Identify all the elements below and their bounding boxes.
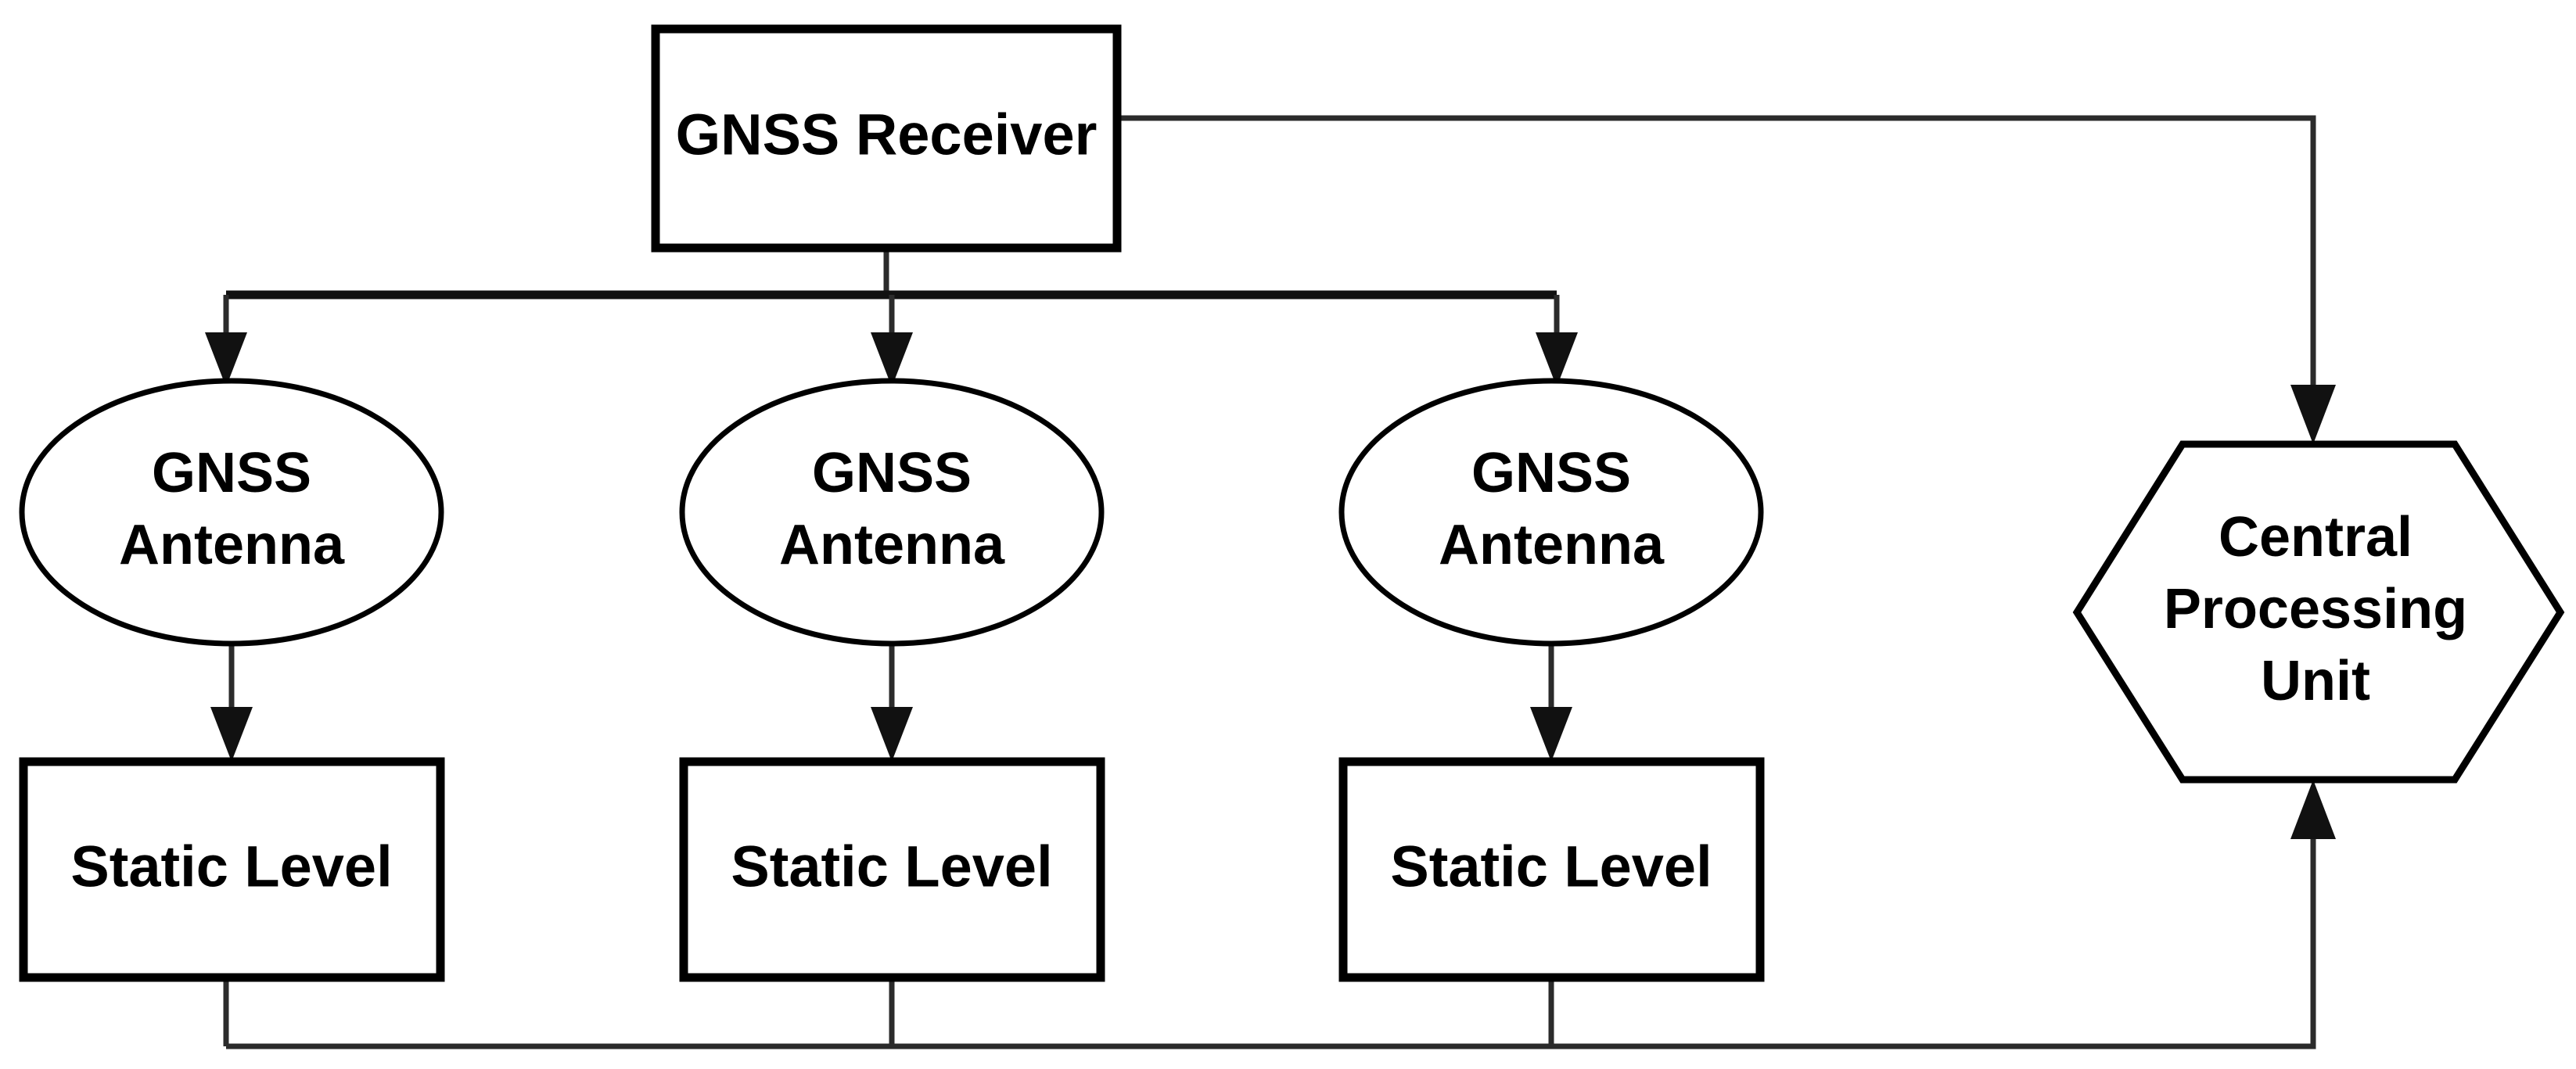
gnss-antenna-1-ellipse [19, 378, 444, 647]
arrowhead-receiver-to-antenna-2 [871, 332, 913, 387]
central-processing-unit-label-line3: Unit [2261, 650, 2370, 712]
static-level-1-label: Static Level [70, 834, 392, 899]
node-static-level-3[interactable]: Static Level [1338, 757, 1765, 982]
arrowhead-antenna-1-to-static-level-1 [210, 707, 253, 762]
static-level-3-label: Static Level [1390, 834, 1712, 899]
gnss-antenna-3-label-line1: GNSS [1471, 442, 1631, 504]
gnss-antenna-2-ellipse [679, 378, 1105, 647]
edge-receiver-to-cpu [1117, 115, 2316, 422]
arrowhead-static-levels-to-cpu [2290, 780, 2336, 839]
gnss-antenna-2-label-line1: GNSS [812, 442, 972, 504]
static-level-2-label: Static Level [731, 834, 1052, 899]
node-gnss-antenna-2[interactable]: GNSS Antenna [679, 378, 1105, 647]
central-processing-unit-hexagon [2072, 440, 2565, 784]
arrowhead-antenna-2-to-static-level-2 [871, 707, 913, 762]
edge-static-levels-to-cpu-bus [226, 802, 2316, 1049]
node-gnss-antenna-1[interactable]: GNSS Antenna [19, 378, 444, 647]
gnss-receiver-rect [651, 24, 1122, 253]
arrowhead-receiver-to-antenna-3 [1536, 332, 1578, 387]
static-level-1-rect [19, 757, 445, 982]
arrowhead-antenna-3-to-static-level-3 [1530, 707, 1572, 762]
static-level-3-rect [1338, 757, 1765, 982]
gnss-antenna-2-label-line2: Antenna [779, 514, 1005, 576]
arrowhead-receiver-to-antenna-1 [205, 332, 247, 387]
static-level-2-rect [679, 757, 1105, 982]
node-gnss-receiver[interactable]: GNSS Receiver [651, 24, 1122, 253]
gnss-antenna-3-label-line2: Antenna [1439, 514, 1665, 576]
central-processing-unit-label-line1: Central [2219, 506, 2413, 569]
gnss-antenna-3-ellipse [1338, 378, 1764, 647]
gnss-antenna-1-label-line2: Antenna [119, 514, 345, 576]
gnss-receiver-label: GNSS Receiver [676, 102, 1098, 167]
arrowhead-receiver-to-cpu [2290, 385, 2336, 444]
gnss-antenna-1-label-line1: GNSS [152, 442, 311, 504]
node-gnss-antenna-3[interactable]: GNSS Antenna [1338, 378, 1764, 647]
central-processing-unit-label-line2: Processing [2164, 578, 2467, 640]
node-central-processing-unit[interactable]: Central Processing Unit [2072, 440, 2565, 784]
node-static-level-2[interactable]: Static Level [679, 757, 1105, 982]
node-static-level-1[interactable]: Static Level [19, 757, 445, 982]
